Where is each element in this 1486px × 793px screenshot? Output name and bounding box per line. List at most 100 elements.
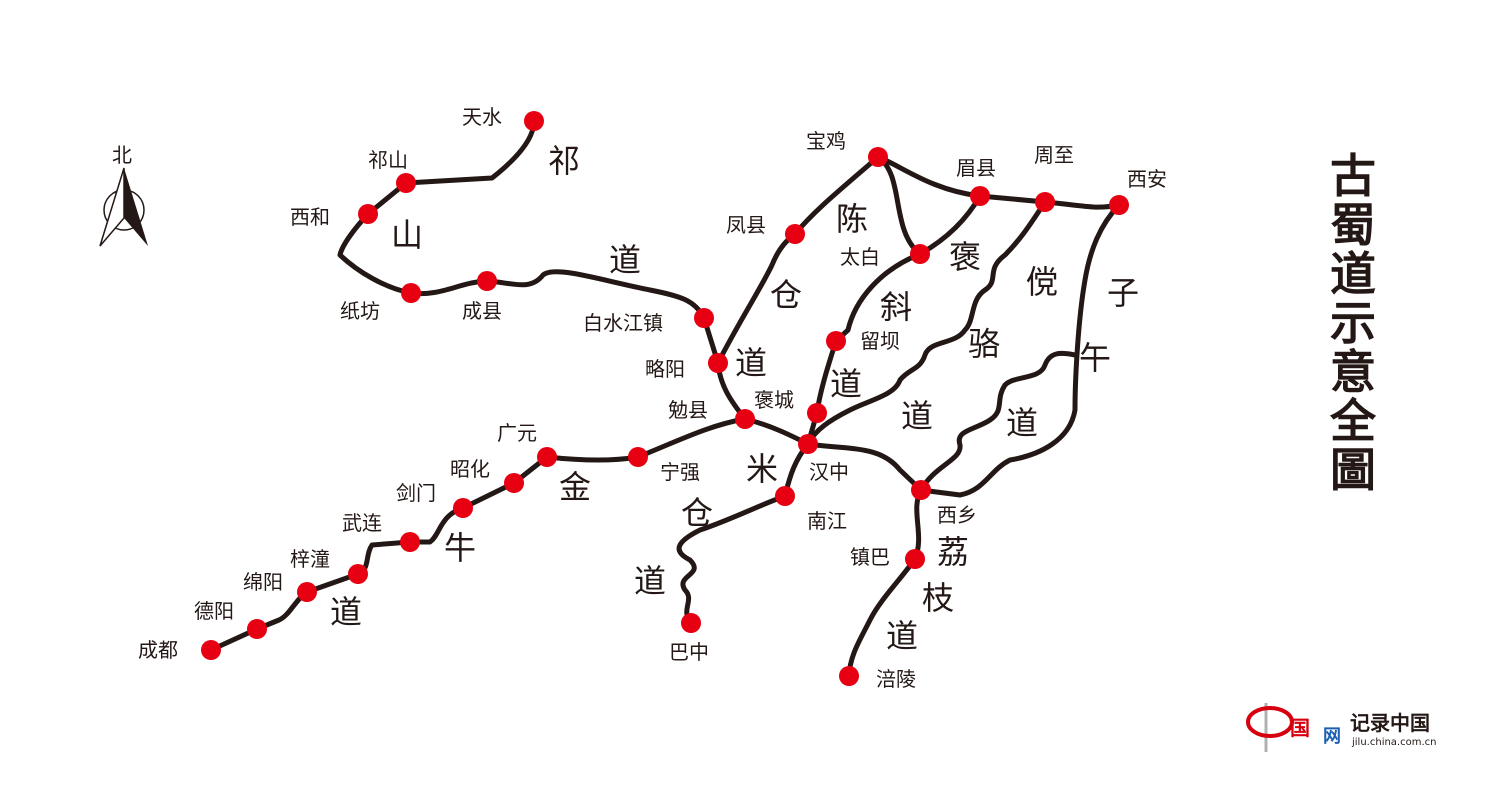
city-dot-chengxian[interactable]	[477, 271, 497, 291]
city-dot-bazhong[interactable]	[681, 613, 701, 633]
city-dot-mianyang[interactable]	[297, 582, 317, 602]
route-baoxie-road-1	[875, 154, 1122, 210]
city-label-liuba: 留坝	[860, 329, 900, 353]
road-label-qishan-1: 祁	[548, 142, 580, 180]
route-jinniu-road	[208, 416, 748, 653]
city-markers	[201, 111, 1129, 686]
road-label-baoxie-1: 褒	[949, 238, 981, 276]
city-label-baoji: 宝鸡	[806, 129, 846, 153]
road-label-micang-2: 仓	[681, 494, 713, 532]
city-dot-taibai[interactable]	[910, 244, 930, 264]
city-dot-ningqiang[interactable]	[628, 447, 648, 467]
city-labels: 天水 祁山 西和 纸坊 成县 白水江镇 略阳 勉县 褒城 汉中 宝鸡 凤县 眉县…	[138, 105, 1167, 691]
city-label-baocheng: 褒城	[754, 388, 794, 412]
city-label-qishan: 祁山	[368, 148, 408, 172]
road-label-jinniu-2: 牛	[444, 529, 476, 567]
road-label-qishan-2: 山	[391, 216, 423, 254]
city-label-xihe: 西和	[290, 205, 330, 229]
city-dot-liuba[interactable]	[826, 331, 846, 351]
city-dot-fengxian[interactable]	[785, 224, 805, 244]
city-label-xian: 西安	[1127, 167, 1167, 191]
city-label-meixian: 眉县	[956, 156, 996, 180]
city-dot-zhenba[interactable]	[905, 549, 925, 569]
road-label-lizhi-2: 枝	[922, 579, 954, 617]
city-dot-baoji[interactable]	[868, 147, 888, 167]
logo-wang: 网	[1323, 726, 1341, 747]
city-dot-zhouzhi[interactable]	[1035, 192, 1055, 212]
city-label-hanzhong: 汉中	[809, 460, 849, 484]
city-dot-chengdu[interactable]	[201, 640, 221, 660]
route-tangluo-road	[805, 199, 1048, 447]
city-dot-zhaohua[interactable]	[504, 473, 524, 493]
city-label-mianyang: 绵阳	[243, 570, 283, 594]
city-dot-tianshui[interactable]	[524, 111, 544, 131]
city-label-zitong: 梓潼	[290, 547, 330, 571]
city-dot-wulian[interactable]	[400, 532, 420, 552]
city-dot-zhifang[interactable]	[401, 283, 421, 303]
title-char: 圖	[1330, 443, 1376, 497]
city-label-deyang: 德阳	[194, 599, 234, 623]
road-label-ziwu-2: 午	[1079, 339, 1111, 377]
road-label-tangluo-1: 傥	[1026, 263, 1058, 301]
city-dot-xixiang[interactable]	[911, 480, 931, 500]
city-label-nanjiang: 南江	[807, 509, 847, 533]
city-dot-baocheng[interactable]	[807, 403, 827, 423]
road-label-chencang-1: 陈	[836, 200, 868, 238]
compass-label: 北	[112, 143, 132, 167]
city-label-zhenba: 镇巴	[850, 545, 890, 569]
road-labels: 祁 山 道 陈 仓 道 褒 斜 道 傥 骆 道 子 午 道 金 牛 道 米 仓 …	[330, 142, 1139, 655]
city-dot-jianmen[interactable]	[453, 498, 473, 518]
city-dot-baishuijiang[interactable]	[694, 308, 714, 328]
road-label-jinniu-3: 道	[330, 593, 362, 631]
title-char: 蜀	[1330, 198, 1376, 252]
city-label-taibai: 太白	[840, 245, 880, 269]
title-char: 古	[1330, 149, 1376, 203]
city-label-fuling: 涪陵	[876, 667, 916, 691]
city-label-xixiang: 西乡	[937, 503, 977, 527]
city-label-jianmen: 剑门	[396, 481, 436, 505]
road-label-chencang-3: 道	[735, 344, 767, 382]
city-dot-nanjiang[interactable]	[775, 486, 795, 506]
route-lizhi-road	[846, 487, 924, 679]
title-char: 全	[1329, 394, 1377, 448]
city-dot-zitong[interactable]	[348, 564, 368, 584]
logo-name: 记录中国	[1350, 711, 1430, 735]
city-dot-guangyuan[interactable]	[537, 447, 557, 467]
road-label-lizhi-1: 荔	[937, 533, 969, 571]
city-dot-mianxian[interactable]	[735, 409, 755, 429]
road-label-ziwu-3: 道	[1006, 404, 1038, 442]
route-ziwu-road	[918, 202, 1122, 498]
city-label-guangyuan: 广元	[497, 421, 537, 445]
road-label-baoxie-3: 道	[830, 365, 862, 403]
road-label-lizhi-3: 道	[886, 617, 918, 655]
city-label-bazhong: 巴中	[669, 640, 709, 664]
city-dot-meixian[interactable]	[970, 186, 990, 206]
city-dot-qishan[interactable]	[396, 173, 416, 193]
route-chencang-road	[715, 154, 881, 366]
city-dot-deyang[interactable]	[247, 619, 267, 639]
city-dot-fuling[interactable]	[839, 666, 859, 686]
city-dot-xihe[interactable]	[358, 204, 378, 224]
city-label-tianshui: 天水	[462, 105, 502, 129]
city-dot-lueyang[interactable]	[708, 353, 728, 373]
road-label-chencang-2: 仓	[770, 276, 802, 314]
city-label-baishuijiang: 白水江镇	[583, 311, 663, 335]
city-label-fengxian: 凤县	[726, 213, 766, 237]
city-label-mianxian: 勉县	[668, 398, 708, 422]
city-label-zhaohua: 昭化	[450, 457, 490, 481]
logo-swirl-icon	[1246, 706, 1294, 738]
route-ziwu-branch	[918, 350, 1078, 493]
city-dot-xian[interactable]	[1109, 195, 1129, 215]
city-label-chengdu: 成都	[138, 638, 178, 662]
road-label-tangluo-3: 道	[901, 397, 933, 435]
china-net-logo: 国 网 记录中国 jilu.china.com.cn	[1246, 703, 1436, 752]
city-label-ningqiang: 宁强	[660, 460, 700, 484]
city-label-lueyang: 略阳	[645, 357, 685, 381]
city-label-zhifang: 纸坊	[340, 299, 380, 323]
city-label-wulian: 武连	[342, 511, 382, 535]
title-char: 示	[1330, 296, 1376, 350]
road-label-micang-1: 米	[746, 450, 778, 488]
map-title-text: 古蜀道示意全圖	[1329, 149, 1377, 497]
city-dot-hanzhong[interactable]	[798, 434, 818, 454]
